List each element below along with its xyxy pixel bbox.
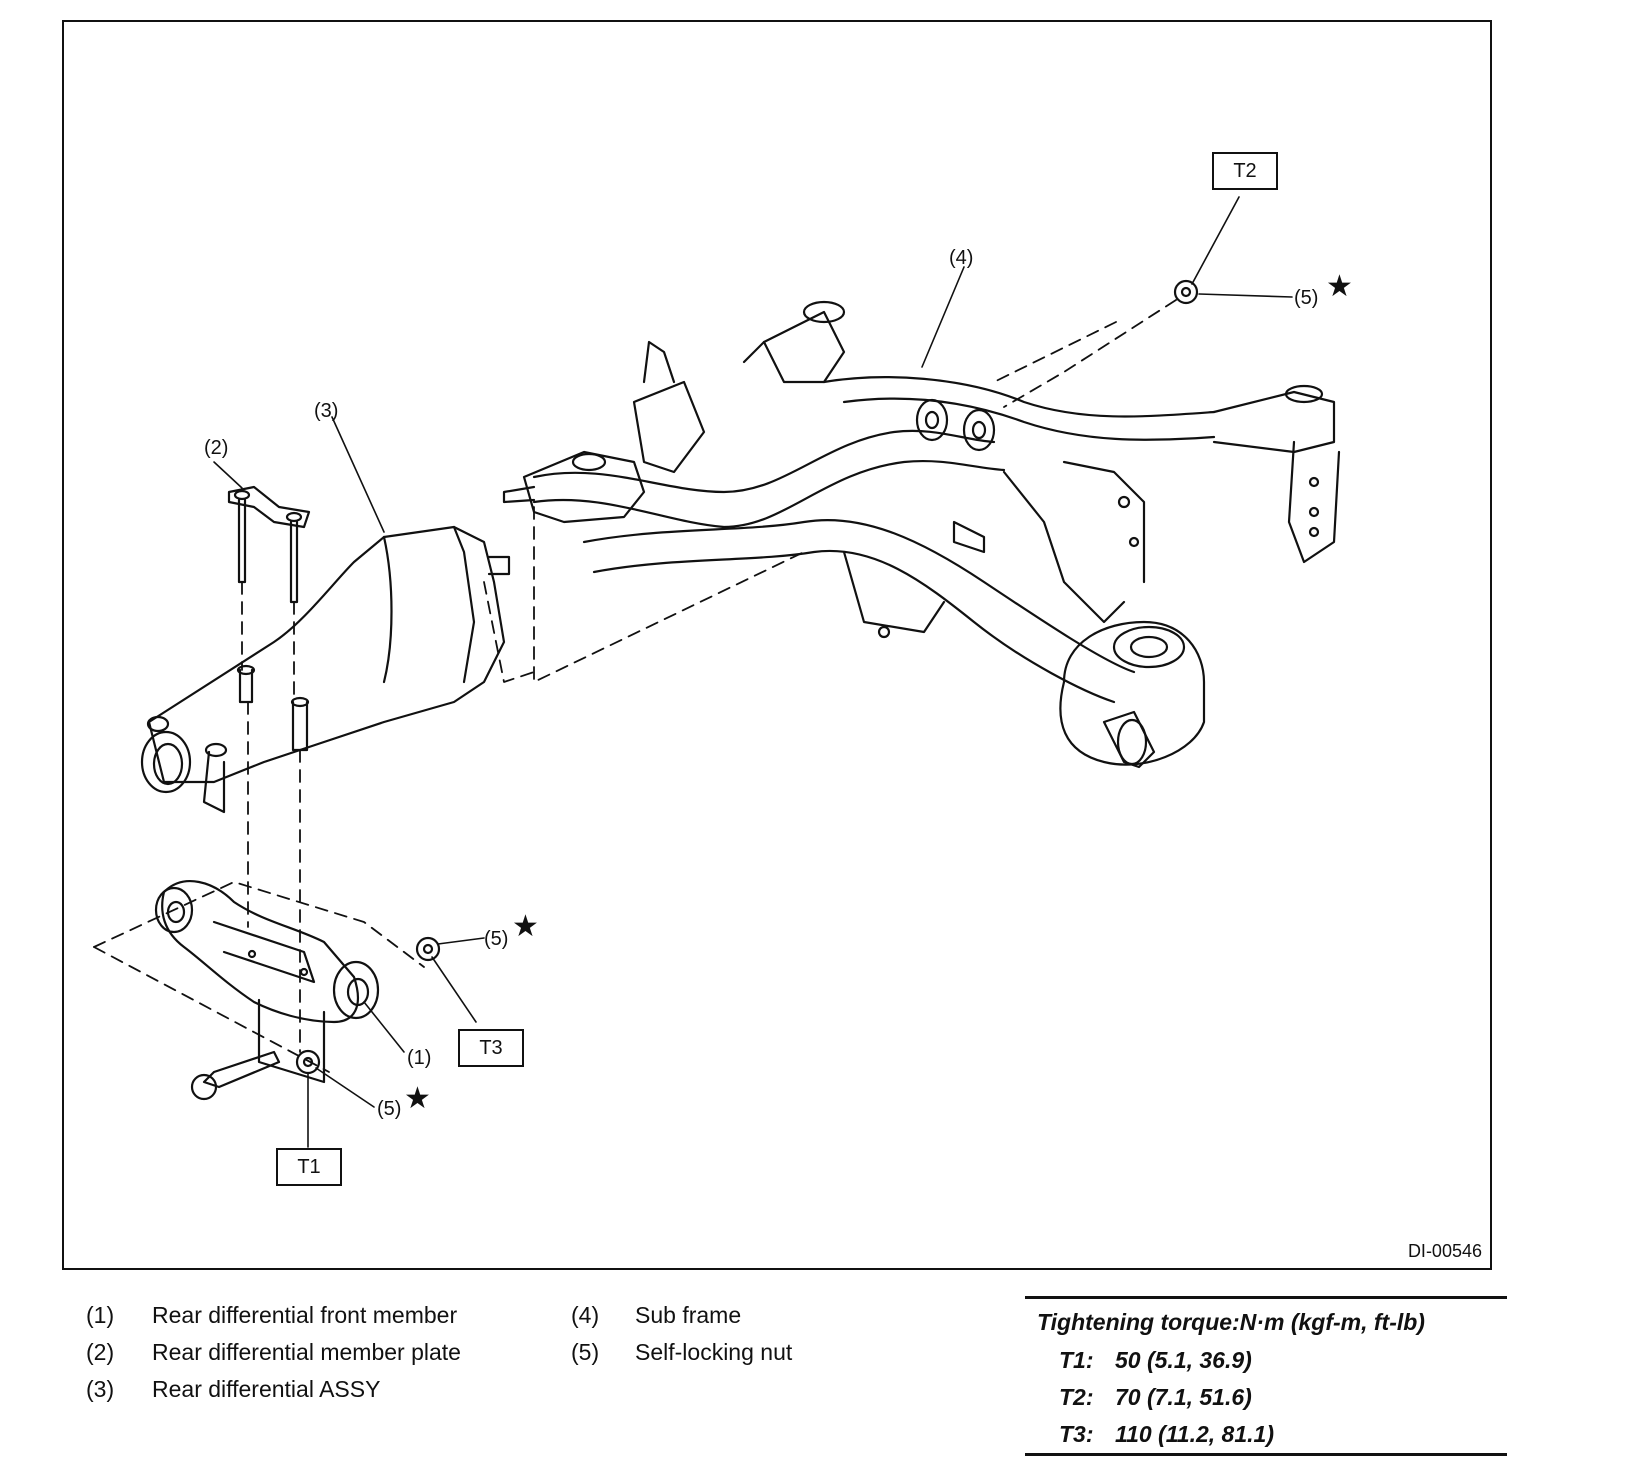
legend-text: Self-locking nut xyxy=(635,1339,793,1365)
torque-tag-t3: T3 xyxy=(458,1029,524,1067)
legend-text: Sub frame xyxy=(635,1302,742,1328)
legend-number: (2) xyxy=(86,1339,115,1365)
legend-number: (4) xyxy=(571,1302,600,1328)
callout-5-subframe: (5) xyxy=(1294,287,1319,309)
front-member-drawing xyxy=(154,880,380,1101)
leader-lines xyxy=(213,196,1293,1148)
rear-differential-drawing xyxy=(140,525,511,814)
callout-5-member: (5) xyxy=(484,928,509,950)
legend-number: (3) xyxy=(86,1376,115,1402)
figure-id: DI-00546 xyxy=(1407,1241,1482,1261)
star-symbol: ★ xyxy=(512,910,539,943)
torque-tag-t1: T1 xyxy=(276,1148,342,1186)
callout-5-lower: (5) xyxy=(377,1098,402,1120)
self-locking-nut-drawings xyxy=(295,279,1199,1075)
exploded-diagram-figure: (2) (3) (4) (5) ★ (5) ★ (1) (5) ★ T2 T3 … xyxy=(62,20,1492,1270)
callout-4: (4) xyxy=(949,247,974,269)
torque-key: T1: xyxy=(1059,1347,1094,1373)
callout-1: (1) xyxy=(407,1047,432,1069)
member-plate-drawing xyxy=(227,485,311,604)
torque-value: 50 (5.1, 36.9) xyxy=(1115,1347,1252,1373)
torque-tag-t2: T2 xyxy=(1212,152,1278,190)
callout-2: (2) xyxy=(204,437,229,459)
callout-3: (3) xyxy=(314,400,339,422)
legend-text: Rear differential member plate xyxy=(152,1339,461,1365)
legend-text: Rear differential ASSY xyxy=(152,1376,381,1402)
star-symbol: ★ xyxy=(404,1082,431,1115)
torque-table: Tightening torque:N·m (kgf-m, ft-lb) T1:… xyxy=(1025,1296,1507,1456)
legend-text: Rear differential front member xyxy=(152,1302,458,1328)
sub-frame-drawing xyxy=(502,300,1341,769)
assembly-guide-lines xyxy=(93,299,1177,1073)
diagram-artwork xyxy=(93,196,1341,1148)
torque-heading: Tightening torque:N·m (kgf-m, ft-lb) xyxy=(1037,1309,1425,1335)
legend-number: (1) xyxy=(86,1302,115,1328)
star-symbol: ★ xyxy=(1326,270,1353,303)
legend-number: (5) xyxy=(571,1339,600,1365)
torque-key: T3: xyxy=(1059,1421,1094,1447)
torque-key: T2: xyxy=(1059,1384,1094,1410)
torque-value: 70 (7.1, 51.6) xyxy=(1115,1384,1252,1410)
torque-value: 110 (11.2, 81.1) xyxy=(1115,1421,1274,1447)
